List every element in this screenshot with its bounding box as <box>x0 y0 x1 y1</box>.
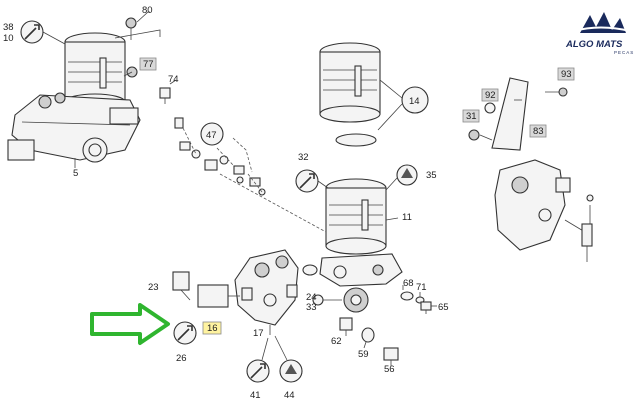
air-dryer-assembly-left <box>7 32 141 168</box>
callout-62: 62 <box>331 336 342 347</box>
callout-14: 14 <box>409 96 420 107</box>
fittings-24-33 <box>312 287 369 313</box>
callout-68: 68 <box>403 278 414 289</box>
callout-24: 24 <box>306 292 317 303</box>
logo-swoosh <box>573 26 631 32</box>
callout-5: 5 <box>73 168 78 179</box>
plug-56 <box>383 347 399 366</box>
wrench-icon-38-10 <box>20 20 66 45</box>
plug-62 <box>339 317 353 336</box>
callout-11: 11 <box>402 212 412 223</box>
screw-80 <box>125 11 150 40</box>
logo-subtext: PECAS <box>614 50 634 55</box>
callout-71: 71 <box>416 282 427 293</box>
callout-59: 59 <box>358 349 369 360</box>
callout-93: 93 <box>561 69 572 80</box>
callout-35: 35 <box>426 170 437 181</box>
fittings-68-71-65 <box>400 285 437 314</box>
valve-block-assembly <box>172 249 299 335</box>
wrench-icon-41 <box>246 337 270 383</box>
callout-47: 47 <box>206 130 217 141</box>
callout-80: 80 <box>142 5 153 16</box>
logo-name: ALGO MATS <box>565 39 623 50</box>
bolt-74 <box>159 79 177 104</box>
callout-32: 32 <box>298 152 309 163</box>
wrench-icon-32 <box>295 169 329 193</box>
callout-23: 23 <box>148 282 159 293</box>
callout-65: 65 <box>438 302 449 313</box>
callout-92: 92 <box>485 90 496 101</box>
dryer-cartridge-14 <box>319 42 429 147</box>
bracket-assembly-right <box>468 77 594 262</box>
callout-74: 74 <box>168 74 179 85</box>
callout-83: 83 <box>533 126 544 137</box>
callout-38: 38 <box>3 22 14 33</box>
air-dryer-assembly-center <box>219 173 403 287</box>
pointer-arrow <box>90 303 170 345</box>
callout-31: 31 <box>466 111 477 122</box>
callout-77: 77 <box>143 59 154 70</box>
wrench-icon-26 <box>173 321 197 345</box>
callout-17: 17 <box>253 328 264 339</box>
nut-77 <box>123 66 138 78</box>
callout-16: 16 <box>207 323 218 334</box>
callout-10: 10 <box>3 33 14 44</box>
brand-logo: ALGO MATS PECAS <box>565 12 634 55</box>
callout-33: 33 <box>306 302 317 313</box>
callout-56: 56 <box>384 364 395 375</box>
callout-41: 41 <box>250 390 261 401</box>
torque-icon-35 <box>385 164 418 191</box>
fitting-kit-47 <box>174 117 266 196</box>
callout-44: 44 <box>284 390 295 401</box>
ring-59 <box>361 327 375 349</box>
torque-icon-44 <box>274 335 303 383</box>
callout-26: 26 <box>176 353 187 364</box>
